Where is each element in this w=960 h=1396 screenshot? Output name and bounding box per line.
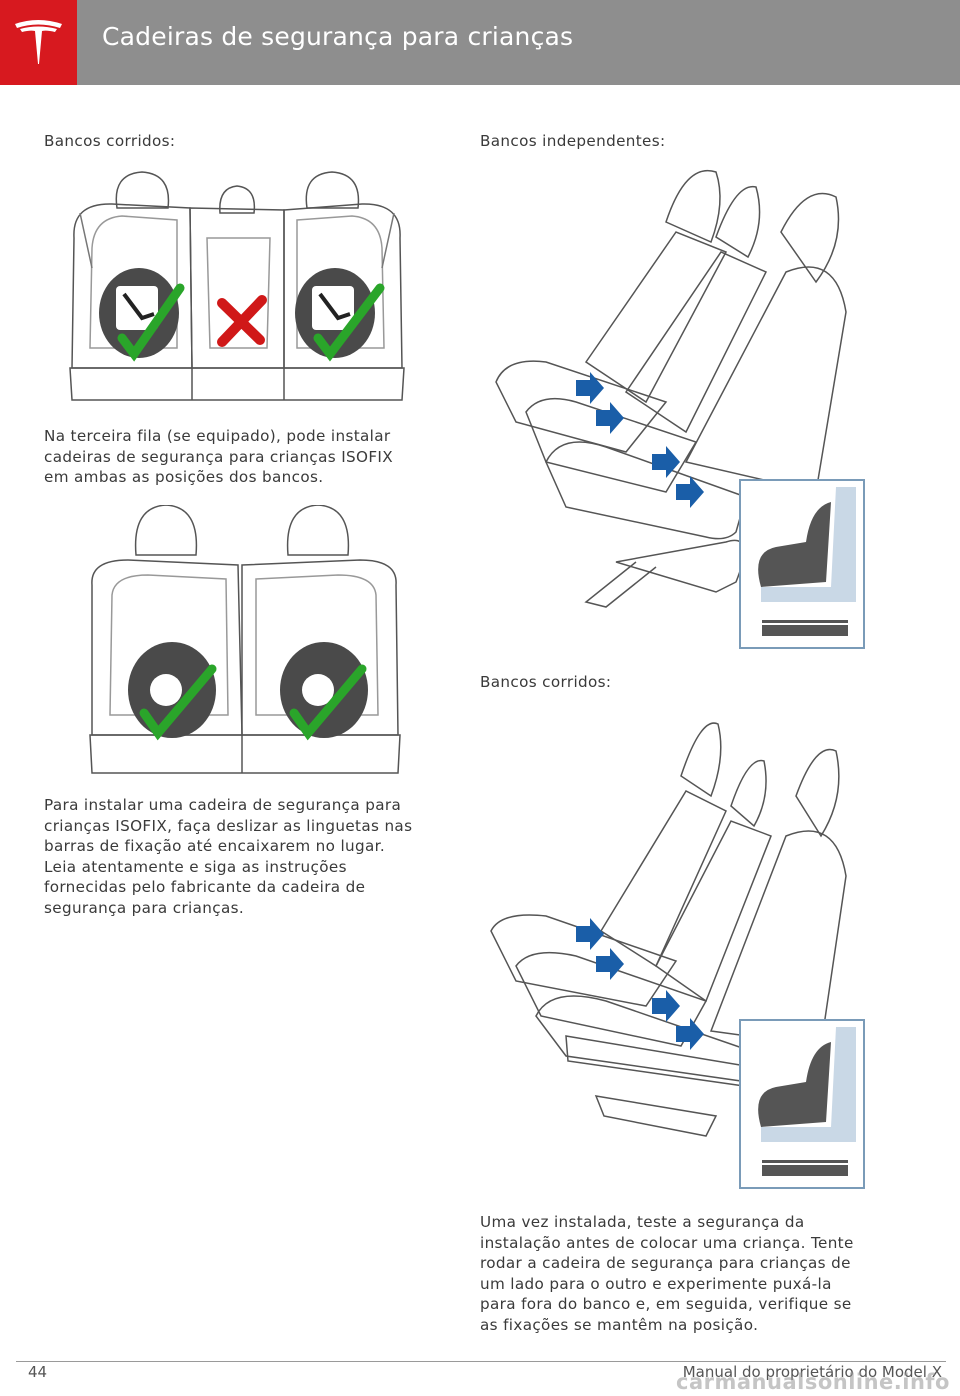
paragraph-third-row: Na terceira fila (se equipado), pode ins…	[44, 427, 394, 487]
two-seat-figure	[89, 505, 401, 774]
child-seat-icon	[302, 674, 334, 706]
page-header: Cadeiras de segurança para crianças	[0, 0, 960, 85]
green-checkmark-icon	[289, 664, 367, 741]
manual-title: Manual do proprietário do Model X	[682, 1363, 942, 1381]
blue-arrow-icon	[576, 918, 704, 1050]
watermark: carmanualsonline.info	[676, 1370, 950, 1394]
page-title: Cadeiras de segurança para crianças	[102, 22, 574, 51]
green-checkmark-icon	[139, 664, 217, 741]
green-checkmark-icon	[313, 283, 385, 362]
page-number: 44	[28, 1363, 48, 1381]
section-label-bench-seats-right: Bancos corridos:	[480, 673, 612, 691]
paragraph-isofix-instructions: Para instalar uma cadeira de segurança p…	[44, 796, 413, 917]
red-x-icon	[217, 295, 267, 347]
section-label-bench-seats: Bancos corridos:	[44, 132, 176, 150]
tesla-logo	[0, 0, 77, 85]
independent-seats-figure	[495, 169, 865, 649]
footer-divider	[16, 1361, 946, 1362]
green-checkmark-icon	[117, 283, 185, 362]
section-label-independent-seats: Bancos independentes:	[480, 132, 666, 150]
child-seat-icon	[150, 674, 182, 706]
bench-seats-side-figure	[490, 722, 865, 1189]
child-seat-inset	[739, 1019, 865, 1189]
paragraph-test-installation: Uma vez instalada, teste a segurança da …	[480, 1213, 854, 1334]
blue-arrow-icon	[576, 372, 704, 508]
child-seat-inset	[739, 479, 865, 649]
bench-seat-figure	[69, 171, 405, 401]
tesla-logo-icon	[15, 20, 62, 64]
